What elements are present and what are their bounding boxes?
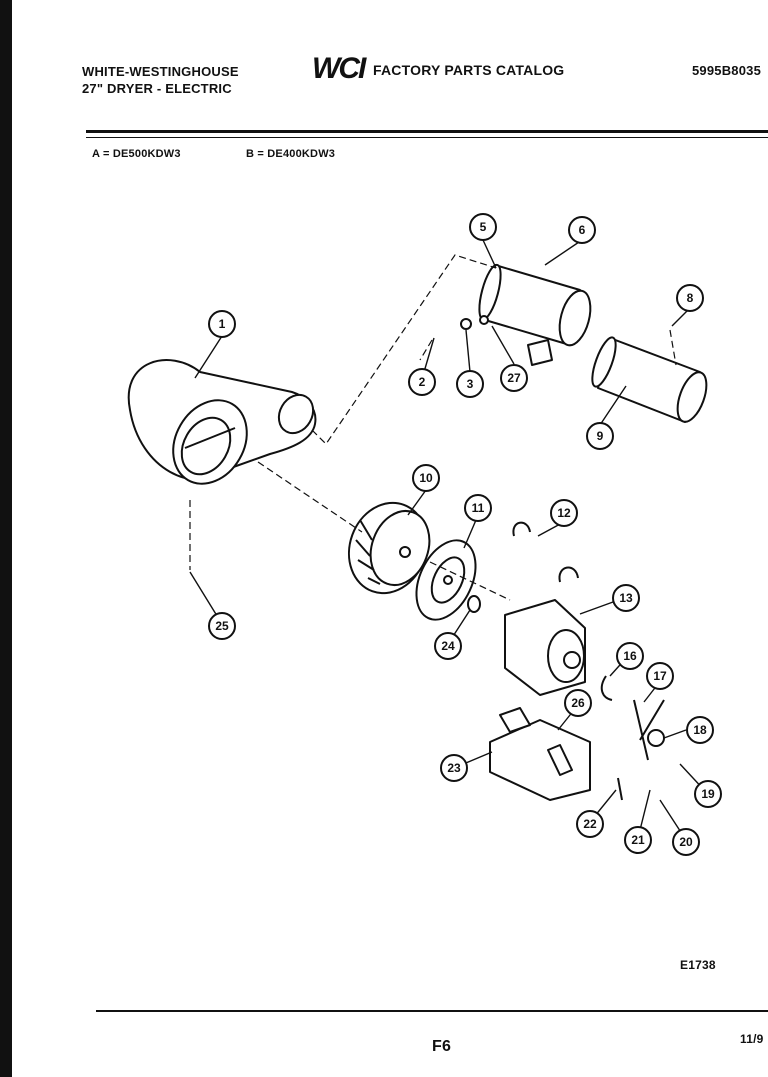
clip-motor (558, 566, 579, 583)
bulkhead-disc-part (415, 539, 477, 621)
callout-24-label: 24 (441, 639, 455, 653)
callout-8: 8 (676, 284, 704, 312)
model-b-label: B = DE400KDW3 (246, 148, 336, 160)
header-rule-thick (86, 130, 768, 133)
blower-housing-part (127, 359, 317, 485)
callout-10: 10 (412, 464, 440, 492)
callout-9: 9 (586, 422, 614, 450)
wci-logo: WCI (312, 52, 366, 86)
callout-6: 6 (568, 216, 596, 244)
motor-part (504, 599, 586, 696)
callout-1: 1 (208, 310, 236, 338)
header-rule-thin (86, 137, 768, 138)
wci-logo-text: WCI (312, 52, 366, 85)
callout-21-label: 21 (631, 833, 645, 847)
duct-cylinder-part (478, 263, 592, 366)
motor-bracket-part (489, 707, 591, 801)
callout-25: 25 (208, 612, 236, 640)
callout-23-label: 23 (447, 761, 461, 775)
callout-16: 16 (616, 642, 644, 670)
callout-24: 24 (434, 632, 462, 660)
leader-lines (189, 239, 707, 841)
callout-2: 2 (408, 368, 436, 396)
callout-13-label: 13 (619, 591, 633, 605)
callout-6-label: 6 (579, 223, 586, 237)
clip-3 (460, 318, 472, 330)
washer-24 (467, 595, 481, 613)
blower-wheel-part (347, 501, 431, 595)
brand-line-1: WHITE-WESTINGHOUSE (82, 64, 239, 79)
callout-19: 19 (694, 780, 722, 808)
callout-18: 18 (686, 716, 714, 744)
callout-16-label: 16 (623, 649, 637, 663)
callout-5-label: 5 (480, 220, 487, 234)
callout-9-label: 9 (597, 429, 604, 443)
callout-1-label: 1 (219, 317, 226, 331)
idler-pulley-18 (647, 729, 665, 747)
exhaust-tube-part (591, 336, 708, 423)
catalog-number: 5995B8035 (692, 63, 762, 78)
footer-rule (96, 1010, 768, 1012)
callout-22-label: 22 (583, 817, 597, 831)
model-a-label: A = DE500KDW3 (92, 148, 181, 160)
part-callouts: 1 2 3 5 6 8 9 10 11 12 13 16 17 18 19 20… (208, 213, 722, 856)
callout-10-label: 10 (419, 471, 433, 485)
page-number: F6 (432, 1038, 452, 1055)
callout-8-label: 8 (687, 291, 694, 305)
clip-16 (600, 675, 613, 701)
callout-11: 11 (464, 494, 492, 522)
catalog-title: FACTORY PARTS CATALOG (373, 62, 565, 78)
callout-17: 17 (646, 662, 674, 690)
callout-3: 3 (456, 370, 484, 398)
callout-11-label: 11 (472, 501, 485, 515)
idler-arm-17 (633, 699, 665, 761)
scan-edge-bar (0, 0, 12, 1077)
callout-5: 5 (469, 213, 497, 241)
callout-12: 12 (550, 499, 578, 527)
callout-18-label: 18 (693, 723, 707, 737)
callout-19-label: 19 (701, 787, 715, 801)
callout-27: 27 (500, 364, 528, 392)
callout-20-label: 20 (679, 835, 693, 849)
callout-26-label: 26 (571, 696, 585, 710)
callout-17-label: 17 (653, 669, 667, 683)
callout-2-label: 2 (419, 375, 426, 389)
callout-13: 13 (612, 584, 640, 612)
callout-12-label: 12 (557, 506, 571, 520)
clip-27 (479, 315, 489, 325)
callout-20: 20 (672, 828, 700, 856)
callout-26: 26 (564, 689, 592, 717)
footer-date: 11/9 (740, 1032, 764, 1046)
callout-21: 21 (624, 826, 652, 854)
clip-12 (512, 521, 531, 537)
figure-code: E1738 (680, 958, 716, 972)
assembly-lines (189, 254, 677, 601)
callout-23: 23 (440, 754, 468, 782)
brand-line-2: 27" DRYER - ELECTRIC (82, 81, 232, 96)
callout-22: 22 (576, 810, 604, 838)
callout-25-label: 25 (215, 619, 229, 633)
callout-27-label: 27 (507, 371, 521, 385)
spring-22 (617, 777, 623, 801)
callout-3-label: 3 (467, 377, 474, 391)
